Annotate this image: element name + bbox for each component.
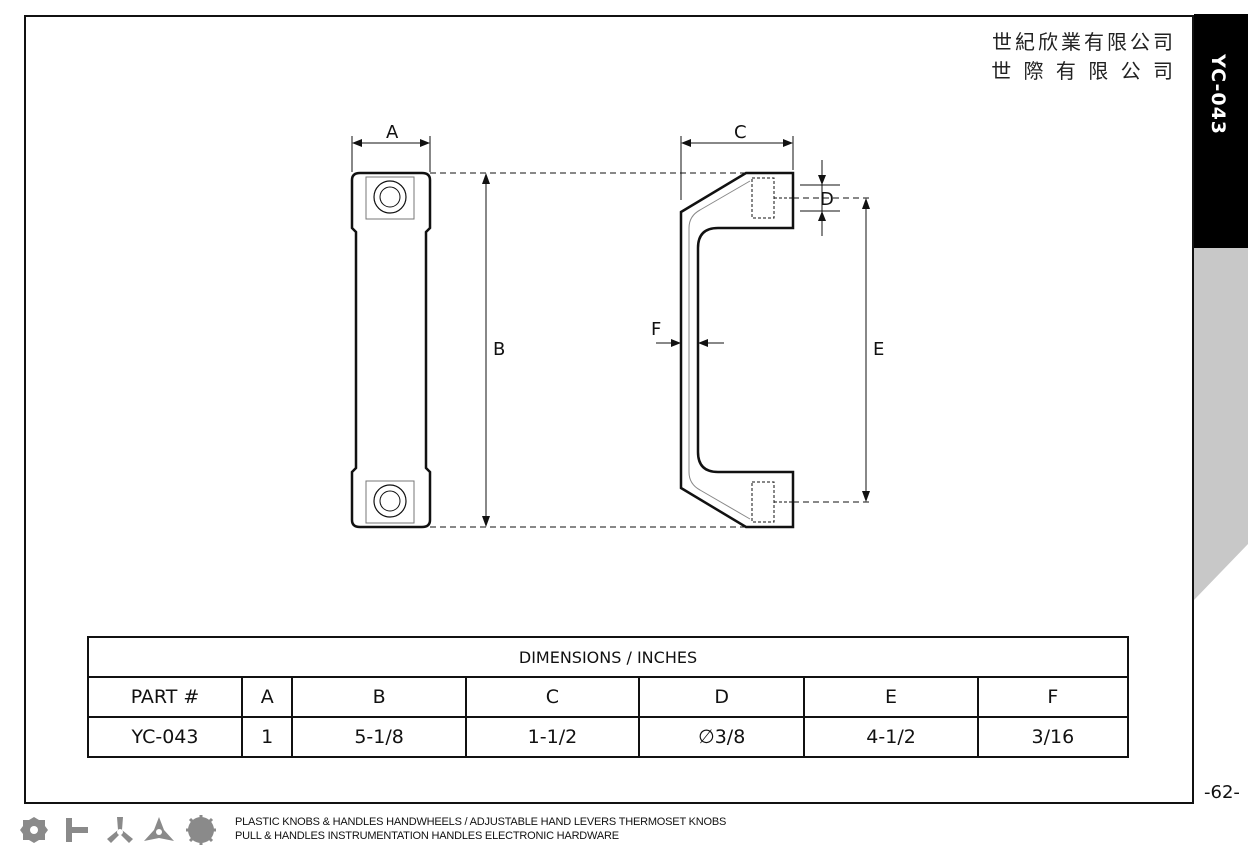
gear-knob-icon <box>186 815 216 845</box>
cell-c: 1-1/2 <box>464 716 641 758</box>
page-number: -62- <box>1204 782 1240 803</box>
dim-label-a: A <box>386 122 399 143</box>
dim-label-e: E <box>873 339 884 360</box>
model-side-tab: YC-043 <box>1194 14 1248 248</box>
dim-label-b: B <box>493 339 505 360</box>
header-d: D <box>638 676 806 718</box>
footer-text: PLASTIC KNOBS & HANDLES HANDWHEELS / ADJ… <box>235 815 726 843</box>
dim-label-c: C <box>734 122 747 143</box>
dimensions-table: DIMENSIONS / INCHES PART # A B C D E F Y… <box>87 636 1130 758</box>
header-b: B <box>291 676 467 718</box>
side-view-handle <box>679 171 795 529</box>
footer-line1: PLASTIC KNOBS & HANDLES HANDWHEELS / ADJ… <box>235 816 727 828</box>
knob-icon <box>20 817 48 843</box>
footer-line2: PULL & HANDLES INSTRUMENTATION HANDLES E… <box>235 830 619 842</box>
company-name-line1: 世紀欣業有限公司 <box>992 30 1176 54</box>
tee-handle-icon <box>66 818 88 842</box>
header-e: E <box>803 676 979 718</box>
header-c: C <box>464 676 641 718</box>
cell-a: 1 <box>240 716 294 758</box>
table-header-row: PART # A B C D E F <box>87 676 1130 718</box>
header-part: PART # <box>87 676 243 718</box>
cell-part: YC-043 <box>87 716 243 758</box>
dim-label-f: F <box>651 319 661 340</box>
table-title: DIMENSIONS / INCHES <box>87 636 1129 678</box>
star-knob-icon <box>144 817 174 841</box>
table-row: YC-043 1 5-1/8 1-1/2 ∅3/8 4-1/2 3/16 <box>87 716 1130 758</box>
technical-drawing: A B C D E F <box>350 122 884 529</box>
header-f: F <box>976 676 1130 718</box>
cell-d: ∅3/8 <box>638 716 806 758</box>
dim-label-d: D <box>820 189 834 210</box>
cell-b: 5-1/8 <box>291 716 467 758</box>
page-frame <box>24 15 1194 804</box>
header-a: A <box>240 676 294 718</box>
footer-icons <box>20 815 216 845</box>
three-arm-knob-icon <box>107 817 133 843</box>
side-gray-band <box>1194 248 1248 600</box>
company-name-block: 世紀欣業有限公司 世 際 有 限 公 司 <box>991 28 1176 86</box>
cell-f: 3/16 <box>976 716 1130 758</box>
company-name-line2: 世 際 有 限 公 司 <box>991 59 1176 83</box>
cell-e: 4-1/2 <box>803 716 979 758</box>
front-view-handle <box>350 171 432 529</box>
